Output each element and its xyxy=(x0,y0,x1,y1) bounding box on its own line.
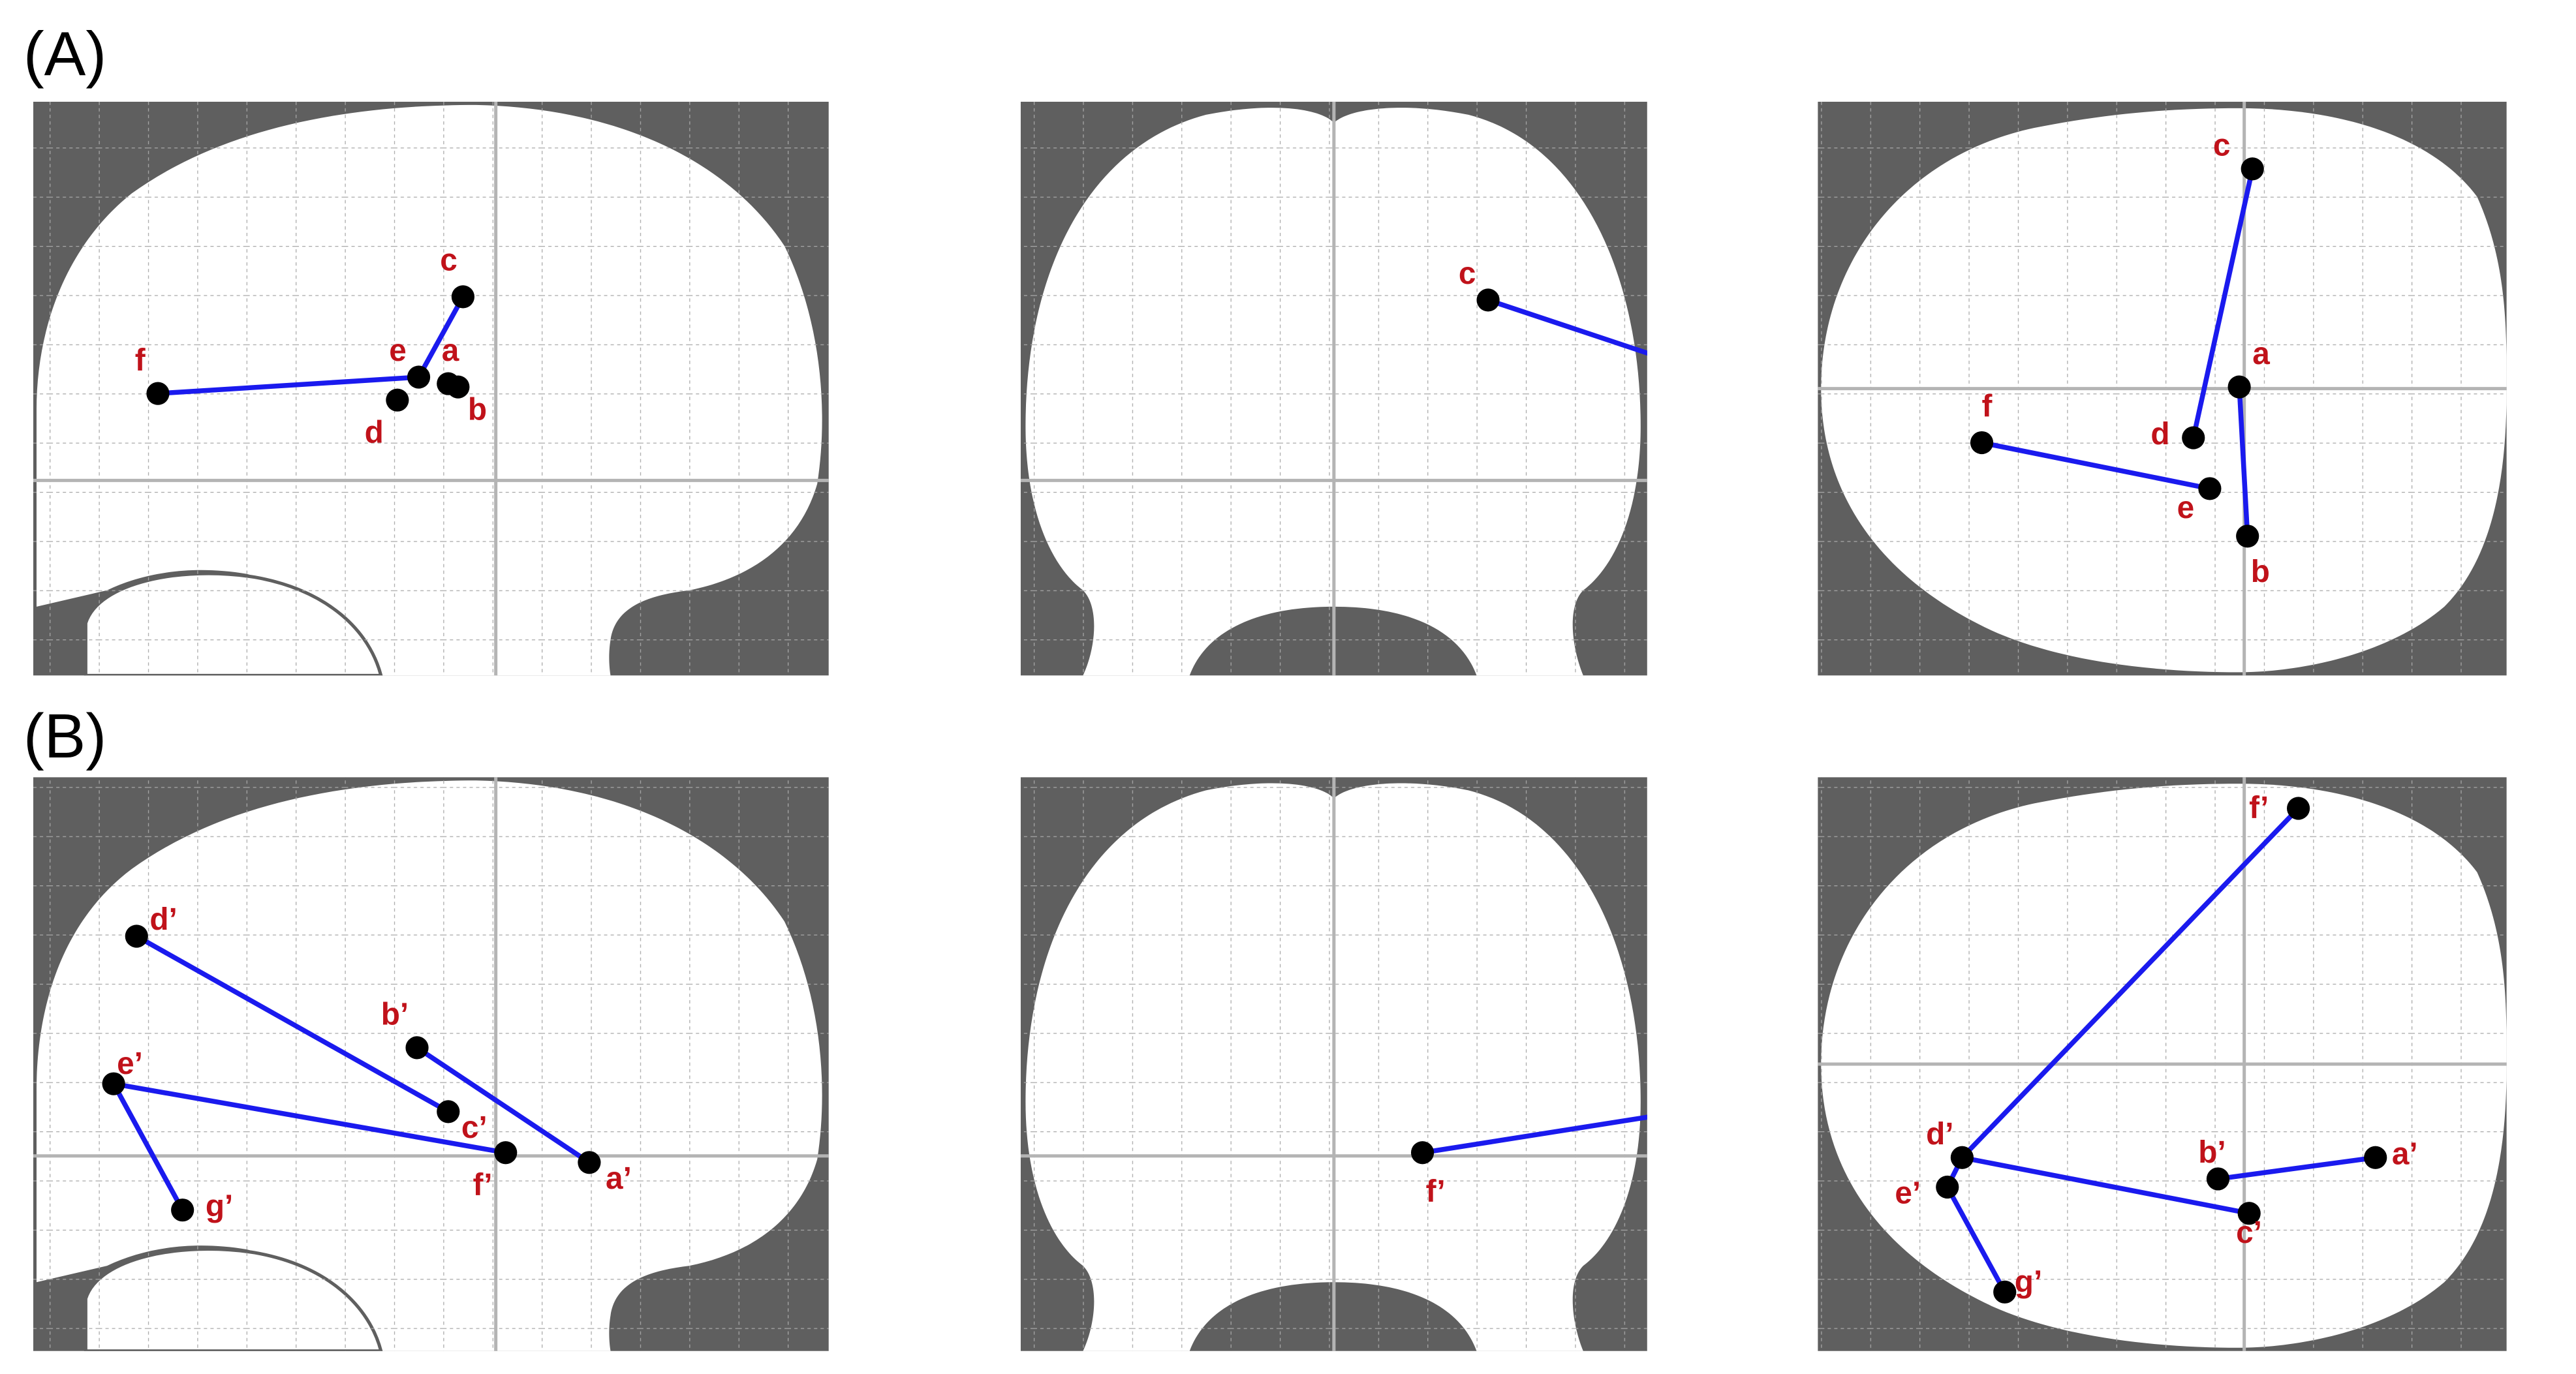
node-label: b xyxy=(2251,555,2270,589)
edge xyxy=(415,1045,591,1165)
node-label: c xyxy=(1459,256,1476,291)
node-label: b xyxy=(468,392,487,427)
network-layer: a’b’c’d’e’f’g’ xyxy=(1410,924,1821,1209)
edge xyxy=(1487,298,1647,356)
node-label: b’ xyxy=(381,998,409,1032)
node xyxy=(1950,1146,1974,1169)
node xyxy=(1936,1175,1959,1199)
node xyxy=(578,1151,601,1174)
node-label: c xyxy=(2213,129,2231,163)
node-label: e’ xyxy=(1895,1176,1921,1211)
node xyxy=(405,1036,429,1060)
edge xyxy=(416,296,465,378)
edge xyxy=(111,1082,185,1212)
node-label: c xyxy=(440,243,458,278)
node-label: d xyxy=(365,416,384,450)
node xyxy=(2198,477,2222,500)
panel-b-sagittal: a’ b’ c’ d’ e’ f’ g’ xyxy=(33,777,829,1351)
node xyxy=(1970,431,1994,455)
node xyxy=(1722,371,1745,393)
node-label: g’ xyxy=(206,1189,233,1224)
network-layer: ab c d e f xyxy=(135,243,487,450)
node xyxy=(1476,288,1500,312)
node xyxy=(1993,1280,2017,1304)
edge xyxy=(1945,1185,2008,1294)
node xyxy=(494,1141,518,1165)
node xyxy=(2237,1202,2261,1225)
node-label: e xyxy=(2177,491,2195,525)
node-label: f xyxy=(1982,389,1993,423)
edge xyxy=(1961,1155,2250,1216)
node-label: f xyxy=(1805,333,1815,368)
edge xyxy=(135,934,450,1114)
node xyxy=(437,1100,460,1123)
node xyxy=(2236,525,2259,548)
node xyxy=(146,382,170,405)
network-layer: a b c d e f xyxy=(1970,129,2270,589)
node-label: d xyxy=(1793,405,1812,440)
edge xyxy=(1960,806,2301,1159)
node-label: f’ xyxy=(1426,1174,1446,1209)
node xyxy=(2241,157,2264,181)
node xyxy=(1786,376,1809,399)
node xyxy=(1782,382,1805,405)
node-label: c’ xyxy=(2236,1215,2262,1250)
node-label: d xyxy=(2150,417,2169,451)
panel-label-a: (A) xyxy=(23,20,106,89)
node xyxy=(386,388,409,412)
node xyxy=(2286,797,2310,820)
edge xyxy=(2217,1155,2376,1182)
node xyxy=(407,365,431,389)
node xyxy=(451,285,474,309)
node-label: b’ xyxy=(1793,1024,1821,1058)
node xyxy=(1410,1141,1435,1165)
panel-label-b: (B) xyxy=(23,702,106,771)
node xyxy=(2364,1146,2387,1169)
panel-b-coronal: a’b’c’d’e’f’g’ xyxy=(1020,777,1821,1351)
node-label: d’ xyxy=(1926,1117,1953,1152)
edge xyxy=(1421,1114,1647,1155)
node-label: f xyxy=(135,343,146,378)
network-layer: a’ b’ c’ d’ e’ f’ g’ xyxy=(102,902,632,1224)
node-label: a’ xyxy=(2392,1137,2418,1171)
node xyxy=(2227,375,2251,399)
node-label: e xyxy=(389,333,407,368)
node xyxy=(171,1198,194,1222)
node-label: a xyxy=(1701,374,1719,409)
grid-overlay xyxy=(33,777,829,1351)
edge xyxy=(2191,168,2255,438)
node-label: a’ xyxy=(606,1161,632,1196)
panel-b-axial: a’ b’ c’ d’e’ f’ g’ xyxy=(1818,777,2507,1351)
node xyxy=(446,375,470,399)
network-layer: a’ b’ c’ d’e’ f’ g’ xyxy=(1895,791,2418,1304)
edge xyxy=(113,1081,506,1155)
node xyxy=(102,1072,125,1095)
node xyxy=(125,924,148,948)
node-label: d’ xyxy=(149,902,177,937)
node xyxy=(2206,1167,2230,1191)
node-label: f’ xyxy=(2249,791,2269,825)
node-label: c’ xyxy=(461,1110,488,1145)
node-label: g’ xyxy=(2015,1264,2042,1299)
node-label: b’ xyxy=(2198,1135,2226,1170)
node-label: f’ xyxy=(473,1168,492,1202)
node xyxy=(2182,426,2205,450)
node-label: e’ xyxy=(117,1046,143,1081)
edge xyxy=(2237,386,2250,536)
edge xyxy=(1981,440,2211,491)
panel-a-sagittal: ab c d e f xyxy=(33,101,829,676)
edge xyxy=(157,374,419,396)
node-label: a xyxy=(442,333,459,368)
node xyxy=(1788,924,1811,947)
panel-a-axial: a b c d e f xyxy=(1818,101,2507,676)
node-label: a xyxy=(2252,337,2270,371)
